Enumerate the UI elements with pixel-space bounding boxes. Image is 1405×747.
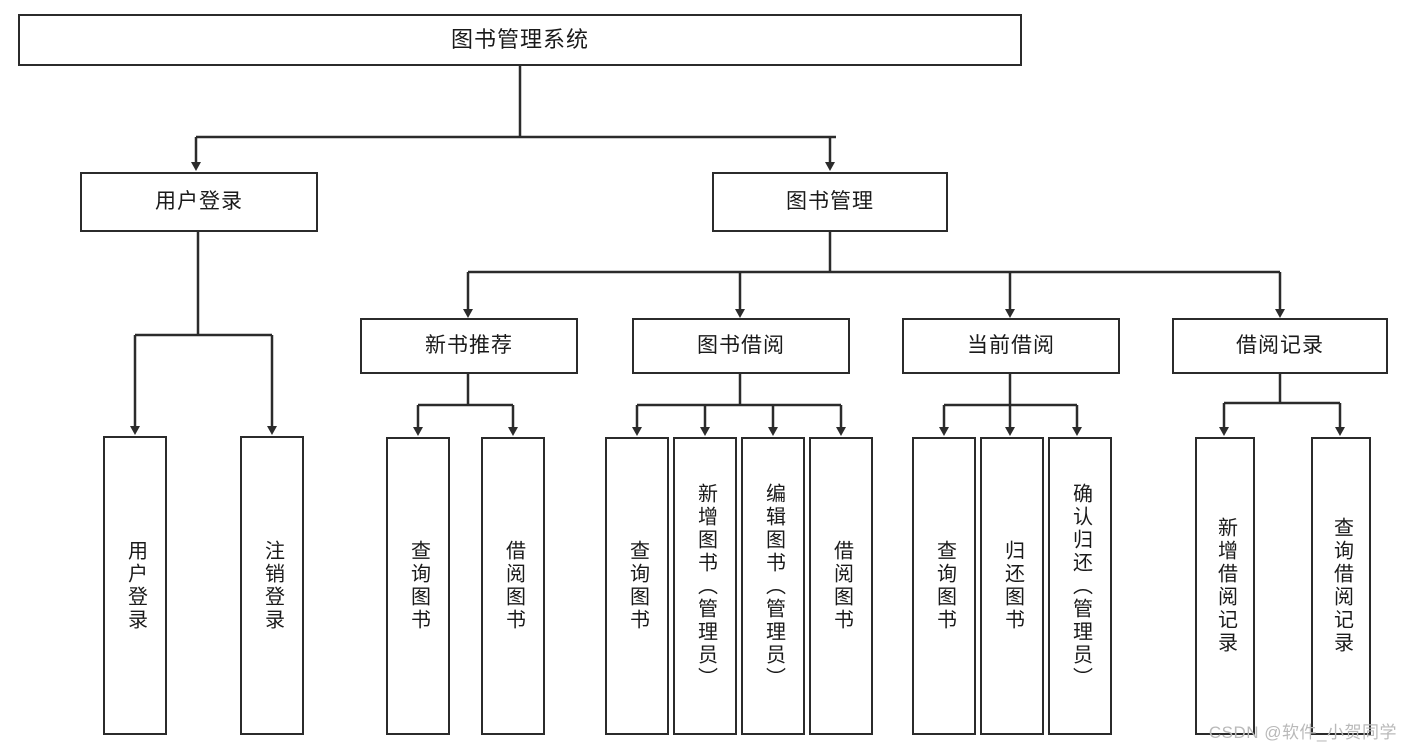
node-new-book-recommend[interactable]: 新书推荐 (360, 318, 578, 374)
node-label: 当前借阅 (967, 334, 1055, 358)
node-book-management[interactable]: 图书管理 (712, 172, 948, 232)
leaf-label: 新增借阅记录 (1214, 517, 1237, 655)
leaf-label: 查询图书 (407, 540, 430, 632)
leaf-borrow-record-add-record[interactable]: 新增借阅记录 (1195, 437, 1255, 735)
leaf-label: 查询图书 (933, 540, 956, 632)
leaf-label: 借阅图书 (502, 540, 525, 632)
node-label: 用户登录 (155, 190, 243, 214)
node-label: 图书管理 (786, 190, 874, 214)
node-borrow-record[interactable]: 借阅记录 (1172, 318, 1388, 374)
leaf-label: 新增图书（管理员） (694, 482, 717, 690)
node-label: 新书推荐 (425, 334, 513, 358)
leaf-label: 查询借阅记录 (1330, 517, 1353, 655)
leaf-book-borrow-query-book[interactable]: 查询图书 (605, 437, 669, 735)
leaf-current-borrow-confirm-return-admin[interactable]: 确认归还（管理员） (1048, 437, 1112, 735)
leaf-label: 注销登录 (261, 539, 284, 632)
leaf-label: 借阅图书 (830, 540, 853, 632)
node-label: 借阅记录 (1236, 334, 1324, 358)
leaf-label: 编辑图书（管理员） (762, 482, 785, 690)
leaf-borrow-record-query-record[interactable]: 查询借阅记录 (1311, 437, 1371, 735)
leaf-user-login-login[interactable]: 用户登录 (103, 436, 167, 735)
csdn-watermark: CSDN @软件_小贺同学 (1208, 723, 1397, 742)
node-user-login[interactable]: 用户登录 (80, 172, 318, 232)
leaf-label: 用户登录 (124, 539, 147, 632)
leaf-label: 确认归还（管理员） (1069, 482, 1092, 690)
leaf-current-borrow-query-book[interactable]: 查询图书 (912, 437, 976, 735)
leaf-user-login-logout[interactable]: 注销登录 (240, 436, 304, 735)
leaf-current-borrow-return-book[interactable]: 归还图书 (980, 437, 1044, 735)
node-book-borrow[interactable]: 图书借阅 (632, 318, 850, 374)
node-root-book-management-system[interactable]: 图书管理系统 (18, 14, 1022, 66)
leaf-book-borrow-add-book-admin[interactable]: 新增图书（管理员） (673, 437, 737, 735)
leaf-label: 归还图书 (1001, 540, 1024, 632)
leaf-book-borrow-edit-book-admin[interactable]: 编辑图书（管理员） (741, 437, 805, 735)
leaf-label: 查询图书 (626, 540, 649, 632)
leaf-book-borrow-borrow-book[interactable]: 借阅图书 (809, 437, 873, 735)
node-label: 图书借阅 (697, 334, 785, 358)
node-label: 图书管理系统 (450, 26, 589, 52)
node-current-borrow[interactable]: 当前借阅 (902, 318, 1120, 374)
leaf-new-book-borrow-book[interactable]: 借阅图书 (481, 437, 545, 735)
leaf-new-book-query-book[interactable]: 查询图书 (386, 437, 450, 735)
